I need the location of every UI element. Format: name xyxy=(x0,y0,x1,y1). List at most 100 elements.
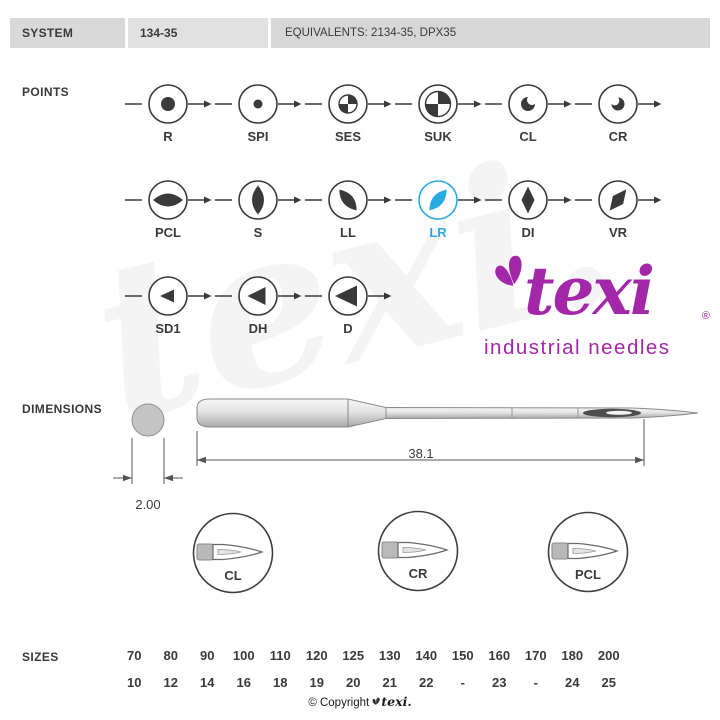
dimensions-section-label: DIMENSIONS xyxy=(22,402,103,416)
point-label: DH xyxy=(248,321,268,336)
diamond-diagonal-icon xyxy=(575,180,662,220)
needle-cross-section xyxy=(131,403,165,437)
point-detail-cr: CR xyxy=(376,509,460,593)
size-column: 80 12 xyxy=(153,648,190,690)
size-column: 90 14 xyxy=(189,648,226,690)
point-label: SES xyxy=(334,129,361,144)
butterfly-mini-icon xyxy=(372,697,381,705)
detail-label: CR xyxy=(408,566,428,581)
point-label: LL xyxy=(340,225,356,240)
ballpoint-medium-icon xyxy=(395,84,482,124)
points-grid: R SPI xyxy=(123,82,683,370)
size-nm: 130 xyxy=(378,648,401,663)
points-row-1: R SPI xyxy=(123,82,683,145)
size-nm: 80 xyxy=(163,648,178,663)
size-column: 120 19 xyxy=(299,648,336,690)
size-nm: 120 xyxy=(305,648,328,663)
equivalents-text: EQUIVALENTS: 2134-35, DPX35 xyxy=(271,18,710,48)
size-metric: 16 xyxy=(236,675,251,690)
size-nm: 180 xyxy=(561,648,584,663)
point-item-s: S xyxy=(213,178,303,241)
size-metric: 22 xyxy=(419,675,434,690)
point-item-lr: LR xyxy=(393,178,483,241)
size-nm: 200 xyxy=(597,648,620,663)
sharp-point-icon xyxy=(215,84,302,124)
size-column: 125 20 xyxy=(335,648,372,690)
sizes-section-label: SIZES xyxy=(22,650,59,664)
size-nm: 150 xyxy=(451,648,474,663)
size-metric: 20 xyxy=(346,675,361,690)
size-metric: 12 xyxy=(163,675,178,690)
point-item-ll: LL xyxy=(303,178,393,241)
triangle-medium-icon xyxy=(215,276,302,316)
point-detail-pcl: PCL xyxy=(546,510,630,594)
point-item-di: DI xyxy=(483,178,573,241)
point-item-vr: VR xyxy=(573,178,663,241)
registered-trademark: ® xyxy=(701,310,710,322)
needle-blade xyxy=(385,406,699,420)
size-column: 110 18 xyxy=(262,648,299,690)
size-column: 70 10 xyxy=(116,648,153,690)
detail-label: CL xyxy=(224,568,242,583)
size-column: 170 - xyxy=(518,648,555,690)
size-metric: 14 xyxy=(200,675,215,690)
point-item-dh: DH xyxy=(213,274,303,337)
size-column: 180 24 xyxy=(554,648,591,690)
round-point-icon xyxy=(125,84,212,124)
butterfly-icon xyxy=(495,255,522,286)
size-metric: 23 xyxy=(492,675,507,690)
lens-horizontal-icon xyxy=(125,180,212,220)
point-item-cr: CR xyxy=(573,82,663,145)
point-item-d: D xyxy=(303,274,393,337)
lens-diagonal-right-icon xyxy=(395,180,482,220)
diamond-vertical-icon xyxy=(485,180,572,220)
size-nm: 110 xyxy=(269,648,291,663)
size-nm: 90 xyxy=(200,648,215,663)
size-column: 160 23 xyxy=(481,648,518,690)
size-metric: 21 xyxy=(382,675,397,690)
point-detail-drawing xyxy=(547,511,629,593)
point-label: SPI xyxy=(247,129,269,144)
point-label: SUK xyxy=(424,129,452,144)
size-column: 150 - xyxy=(445,648,482,690)
lens-vertical-icon xyxy=(215,180,302,220)
needle-dimension-drawing xyxy=(113,398,699,484)
size-metric: - xyxy=(533,675,538,690)
needle-shank xyxy=(196,398,349,428)
points-row-3: SD1 DH D xyxy=(123,274,683,337)
point-item-sd1: SD1 xyxy=(123,274,213,337)
size-column: 140 22 xyxy=(408,648,445,690)
size-metric: 25 xyxy=(601,675,616,690)
point-detail-drawing xyxy=(377,510,459,592)
crescent-left-icon xyxy=(485,84,572,124)
point-item-cl: CL xyxy=(483,82,573,145)
size-metric: 10 xyxy=(127,675,142,690)
point-label: PCL xyxy=(155,225,181,240)
size-nm: 125 xyxy=(342,648,365,663)
size-metric: 18 xyxy=(273,675,288,690)
size-metric: 19 xyxy=(309,675,324,690)
lens-diagonal-left-icon xyxy=(305,180,392,220)
crescent-right-icon xyxy=(575,84,662,124)
size-nm: 140 xyxy=(415,648,438,663)
point-item-suk: SUK xyxy=(393,82,483,145)
logo-tagline: industrial needles xyxy=(484,336,671,359)
point-label: SD1 xyxy=(155,321,181,336)
sizes-table: 70 10 80 12 90 14 100 16 110 18 120 19 1… xyxy=(116,648,627,690)
point-label: R xyxy=(163,129,173,144)
length-dimension-value: 38.1 xyxy=(408,446,434,461)
points-section-label: POINTS xyxy=(22,85,70,99)
copyright-text: © Copyright xyxy=(308,697,370,709)
point-label: LR xyxy=(429,225,447,240)
point-item-pcl: PCL xyxy=(123,178,213,241)
point-label: CL xyxy=(519,129,537,144)
point-label: S xyxy=(253,225,263,240)
needle-cone xyxy=(347,398,387,428)
footer-brand: texi. xyxy=(381,694,412,709)
copyright-footer: © Copyright texi. xyxy=(0,694,720,709)
texi-logo: texi ® industrial needles xyxy=(478,255,712,362)
size-metric: 24 xyxy=(565,675,580,690)
ballpoint-small-icon xyxy=(305,84,392,124)
point-label: D xyxy=(343,321,353,336)
